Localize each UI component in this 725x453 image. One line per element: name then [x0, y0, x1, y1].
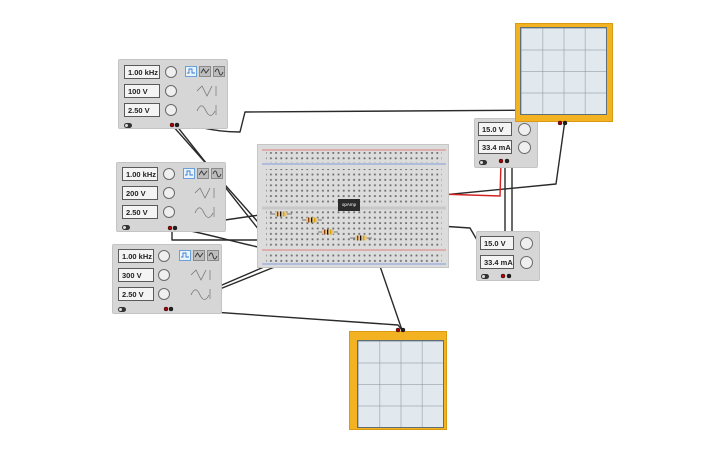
oscilloscope-1[interactable] — [515, 23, 613, 122]
function-generator-2[interactable]: 1.00 kHz 200 V 2.50 V — [116, 162, 226, 232]
oscilloscope-screen — [357, 340, 444, 428]
frequency-display: 1.00 kHz — [122, 167, 158, 181]
amplitude-wave-icon — [195, 84, 219, 98]
offset-wave-icon — [189, 287, 213, 301]
frequency-display: 1.00 kHz — [118, 249, 154, 263]
voltage-knob-icon[interactable] — [520, 237, 533, 250]
resistor-2 — [302, 217, 322, 223]
opamp-chip[interactable]: opAmp — [338, 199, 360, 211]
offset-wave-icon — [193, 205, 217, 219]
square-wave-icon[interactable] — [179, 250, 191, 261]
resistor-1 — [270, 211, 292, 217]
amplitude-display: 200 V — [122, 186, 158, 200]
power-supply-2[interactable]: 15.0 V 33.4 mA — [476, 231, 540, 281]
frequency-display: 1.00 kHz — [124, 65, 160, 79]
oscilloscope-2[interactable] — [349, 331, 447, 430]
wire-fg3-scope2 — [169, 308, 403, 331]
sine-wave-icon[interactable] — [213, 66, 225, 77]
square-wave-icon[interactable] — [183, 168, 195, 179]
dc-offset-knob-icon[interactable] — [163, 206, 175, 218]
sine-wave-icon[interactable] — [211, 168, 223, 179]
dc-offset-display: 2.50 V — [118, 287, 154, 301]
voltage-display: 15.0 V — [478, 122, 512, 136]
dc-offset-display: 2.50 V — [124, 103, 160, 117]
triangle-wave-icon[interactable] — [199, 66, 211, 77]
amplitude-wave-icon — [193, 186, 217, 200]
frequency-knob-icon[interactable] — [163, 168, 175, 180]
resistor-3 — [318, 229, 338, 235]
amplitude-display: 300 V — [118, 268, 154, 282]
amplitude-display: 100 V — [124, 84, 160, 98]
resistor-4 — [350, 235, 372, 241]
triangle-wave-icon[interactable] — [193, 250, 205, 261]
power-toggle-icon[interactable] — [118, 307, 126, 312]
current-knob-icon[interactable] — [520, 256, 533, 269]
triangle-wave-icon[interactable] — [197, 168, 209, 179]
frequency-knob-icon[interactable] — [158, 250, 170, 262]
current-display: 33.4 mA — [478, 140, 512, 154]
dc-offset-display: 2.50 V — [122, 205, 158, 219]
offset-wave-icon — [195, 103, 219, 117]
sine-wave-icon[interactable] — [207, 250, 219, 261]
power-toggle-icon[interactable] — [479, 160, 487, 165]
current-knob-icon[interactable] — [518, 141, 531, 154]
function-generator-3[interactable]: 1.00 kHz 300 V 2.50 V — [112, 244, 222, 314]
voltage-knob-icon[interactable] — [518, 123, 531, 136]
current-display: 33.4 mA — [480, 255, 514, 269]
function-generator-1[interactable]: 1.00 kHz 100 V 2.50 V — [118, 59, 228, 129]
amplitude-wave-icon — [189, 268, 213, 282]
power-toggle-icon[interactable] — [122, 225, 130, 230]
voltage-display: 15.0 V — [480, 236, 514, 250]
breadboard[interactable] — [257, 144, 449, 268]
breadboard-holes — [262, 149, 446, 265]
frequency-knob-icon[interactable] — [165, 66, 177, 78]
oscilloscope-screen — [520, 27, 607, 115]
dc-offset-knob-icon[interactable] — [158, 288, 170, 300]
square-wave-icon[interactable] — [185, 66, 197, 77]
amplitude-knob-icon[interactable] — [158, 269, 170, 281]
dc-offset-knob-icon[interactable] — [165, 104, 177, 116]
power-toggle-icon[interactable] — [124, 123, 132, 128]
power-toggle-icon[interactable] — [481, 274, 489, 279]
amplitude-knob-icon[interactable] — [163, 187, 175, 199]
amplitude-knob-icon[interactable] — [165, 85, 177, 97]
